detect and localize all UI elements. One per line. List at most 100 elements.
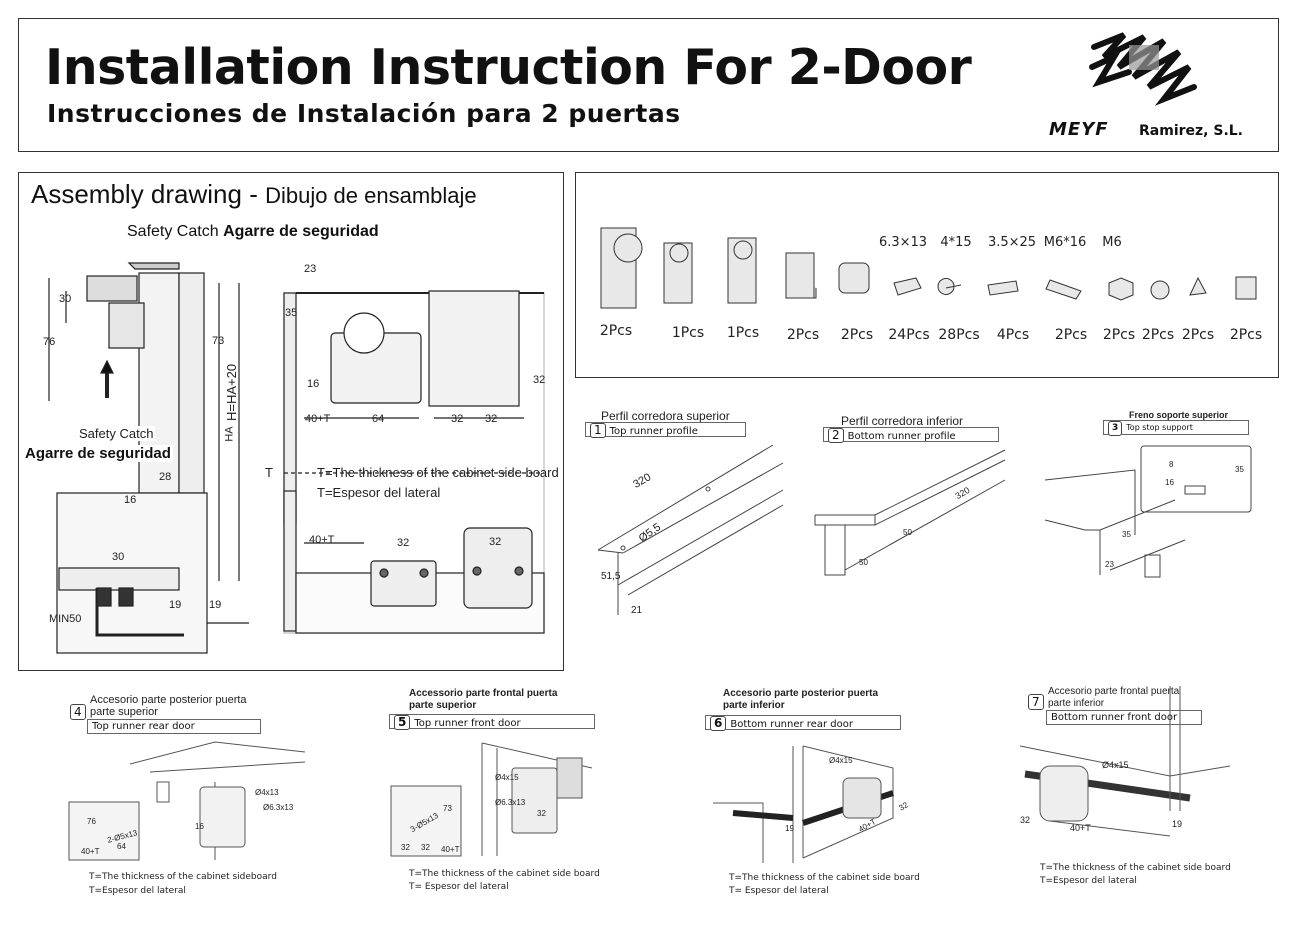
dim-73: 73 bbox=[212, 335, 225, 347]
safety-catch-en: Safety Catch bbox=[127, 223, 219, 240]
step-6-drawing bbox=[713, 745, 894, 863]
part-qty: 4Pcs bbox=[996, 327, 1030, 343]
brand-subtitle: Ramirez, S.L. bbox=[1139, 123, 1243, 139]
dim-30b: 30 bbox=[112, 551, 125, 563]
dim-19b: 19 bbox=[209, 599, 222, 611]
part-qty: 2Pcs bbox=[1181, 327, 1215, 343]
dim: 40+T bbox=[1070, 823, 1091, 833]
thickness-note-en: T=The thickness of the cabinet side boar… bbox=[1040, 863, 1231, 873]
dim: 73 bbox=[443, 804, 452, 813]
safety-catch-es-2: Agarre de seguridad bbox=[23, 445, 173, 462]
step-number: 4 bbox=[70, 704, 86, 720]
dim: 21 bbox=[631, 605, 643, 616]
dim: 40+T bbox=[441, 845, 460, 854]
dim-30: 30 bbox=[59, 293, 72, 305]
dim-19a: 19 bbox=[169, 599, 182, 611]
thickness-note-es: T= Espesor del lateral bbox=[409, 882, 509, 892]
dim: 35 bbox=[1235, 465, 1244, 474]
brand-name: MEYF bbox=[1049, 119, 1109, 140]
part-qty: 24Pcs bbox=[888, 327, 930, 343]
part-qty: 2Pcs bbox=[1141, 327, 1175, 343]
thickness-note-en: T=The thickness of the cabinet sideboard bbox=[89, 872, 277, 882]
dim: Ø6.3x13 bbox=[263, 803, 294, 812]
thickness-note-en: T=The thickness of the cabinet side boar… bbox=[317, 465, 559, 480]
dim-32b: 32 bbox=[485, 413, 498, 425]
part-qty: 2Pcs bbox=[840, 327, 874, 343]
part-qty: 1Pcs bbox=[671, 325, 705, 341]
part-qty: 2Pcs bbox=[786, 327, 820, 343]
parts-illustrations bbox=[600, 227, 1257, 309]
dim-h: H=HA+20 bbox=[224, 363, 239, 421]
step-1-drawing bbox=[597, 444, 784, 615]
safety-catch-label-2: Safety Catch bbox=[77, 426, 156, 441]
dim-32e: 32 bbox=[489, 536, 502, 548]
dim-min50: MIN50 bbox=[49, 613, 82, 625]
step-6: Accesorio parte posterior puerta parte i… bbox=[703, 688, 920, 903]
dim-28: 28 bbox=[159, 471, 172, 483]
dim: 35 bbox=[1122, 530, 1131, 539]
step-title-es: Accesorio parte posterior puerta parte i… bbox=[723, 688, 879, 711]
step-title-es: Freno soporte superior bbox=[1129, 410, 1229, 420]
dim: 76 bbox=[87, 817, 96, 826]
part-size: 6.3×13 bbox=[878, 235, 928, 250]
part-size: 3.5×25 bbox=[987, 235, 1037, 250]
page-subtitle: Instrucciones de Instalación para 2 puer… bbox=[47, 99, 681, 128]
part-size: M6 bbox=[1102, 235, 1122, 250]
step-title-es: Perfil corredora superior bbox=[601, 409, 730, 423]
step-title-es: Accesorio parte frontal puerta parte inf… bbox=[1048, 686, 1180, 709]
step-7: 7 Accesorio parte frontal puerta parte i… bbox=[1019, 686, 1250, 886]
safety-catch-label: Safety Catch Agarre de seguridad bbox=[127, 223, 379, 241]
dim: 51,5 bbox=[601, 571, 621, 582]
dim: 50 bbox=[859, 558, 868, 567]
dim-23: 23 bbox=[304, 263, 317, 275]
dim-64: 64 bbox=[372, 413, 385, 425]
step-number: 1 bbox=[590, 423, 606, 438]
step-title-es: Accessorio parte frontal puerta parte su… bbox=[409, 688, 558, 711]
assembly-drawing-panel: Assembly drawing - Dibujo de ensamblaje … bbox=[18, 172, 564, 671]
thickness-note-en: T=The thickness of the cabinet side boar… bbox=[409, 869, 600, 879]
step-4: 4 Accesorio parte posterior puerta parte… bbox=[65, 692, 306, 902]
step-number: 7 bbox=[1028, 694, 1044, 710]
assembly-title: Assembly drawing - Dibujo de ensamblaje bbox=[31, 179, 477, 210]
part-qty: 1Pcs bbox=[726, 325, 760, 341]
assembly-line-drawing bbox=[48, 262, 545, 654]
dim: 32 bbox=[401, 843, 410, 852]
thickness-note-es: T= Espesor del lateral bbox=[729, 886, 829, 896]
step-number: 3 bbox=[1108, 421, 1123, 436]
page-title: Installation Instruction For 2-Door bbox=[45, 39, 972, 96]
dim-32a: 32 bbox=[451, 413, 464, 425]
dim-ha: HA bbox=[223, 426, 236, 442]
dim-32c: 32 bbox=[533, 374, 546, 386]
dim: 16 bbox=[1165, 478, 1174, 487]
dim-32d: 32 bbox=[397, 537, 410, 549]
part-qty: 2Pcs bbox=[1229, 327, 1263, 343]
dim: 23 bbox=[1105, 560, 1114, 569]
dim: 32 bbox=[537, 809, 546, 818]
dim: Ø4x13 bbox=[255, 788, 279, 797]
step-2-drawing bbox=[814, 449, 1006, 576]
step-5: Accessorio parte frontal puerta parte su… bbox=[387, 688, 607, 898]
step-number: 2 bbox=[828, 428, 844, 443]
dim-16: 16 bbox=[124, 494, 137, 506]
step-title-en: Bottom runner rear door bbox=[730, 719, 853, 730]
dim: 16 bbox=[195, 822, 204, 831]
dim-16b: 16 bbox=[307, 378, 320, 390]
step-5-drawing bbox=[390, 742, 593, 857]
thickness-note-es: T=Espesor del lateral bbox=[89, 886, 186, 896]
thickness-note-es: T=Espesor del lateral bbox=[1040, 876, 1137, 886]
dim: Ø4x15 bbox=[495, 773, 519, 782]
step-title-en: Top runner profile bbox=[609, 426, 698, 437]
step-title-es: Accesorio parte posterior puerta parte s… bbox=[90, 694, 247, 718]
step-3-drawing bbox=[1044, 445, 1252, 578]
step-number: 5 bbox=[394, 715, 411, 730]
step-title-en: Top stop support bbox=[1126, 423, 1193, 432]
dim: 40+T bbox=[81, 847, 100, 856]
